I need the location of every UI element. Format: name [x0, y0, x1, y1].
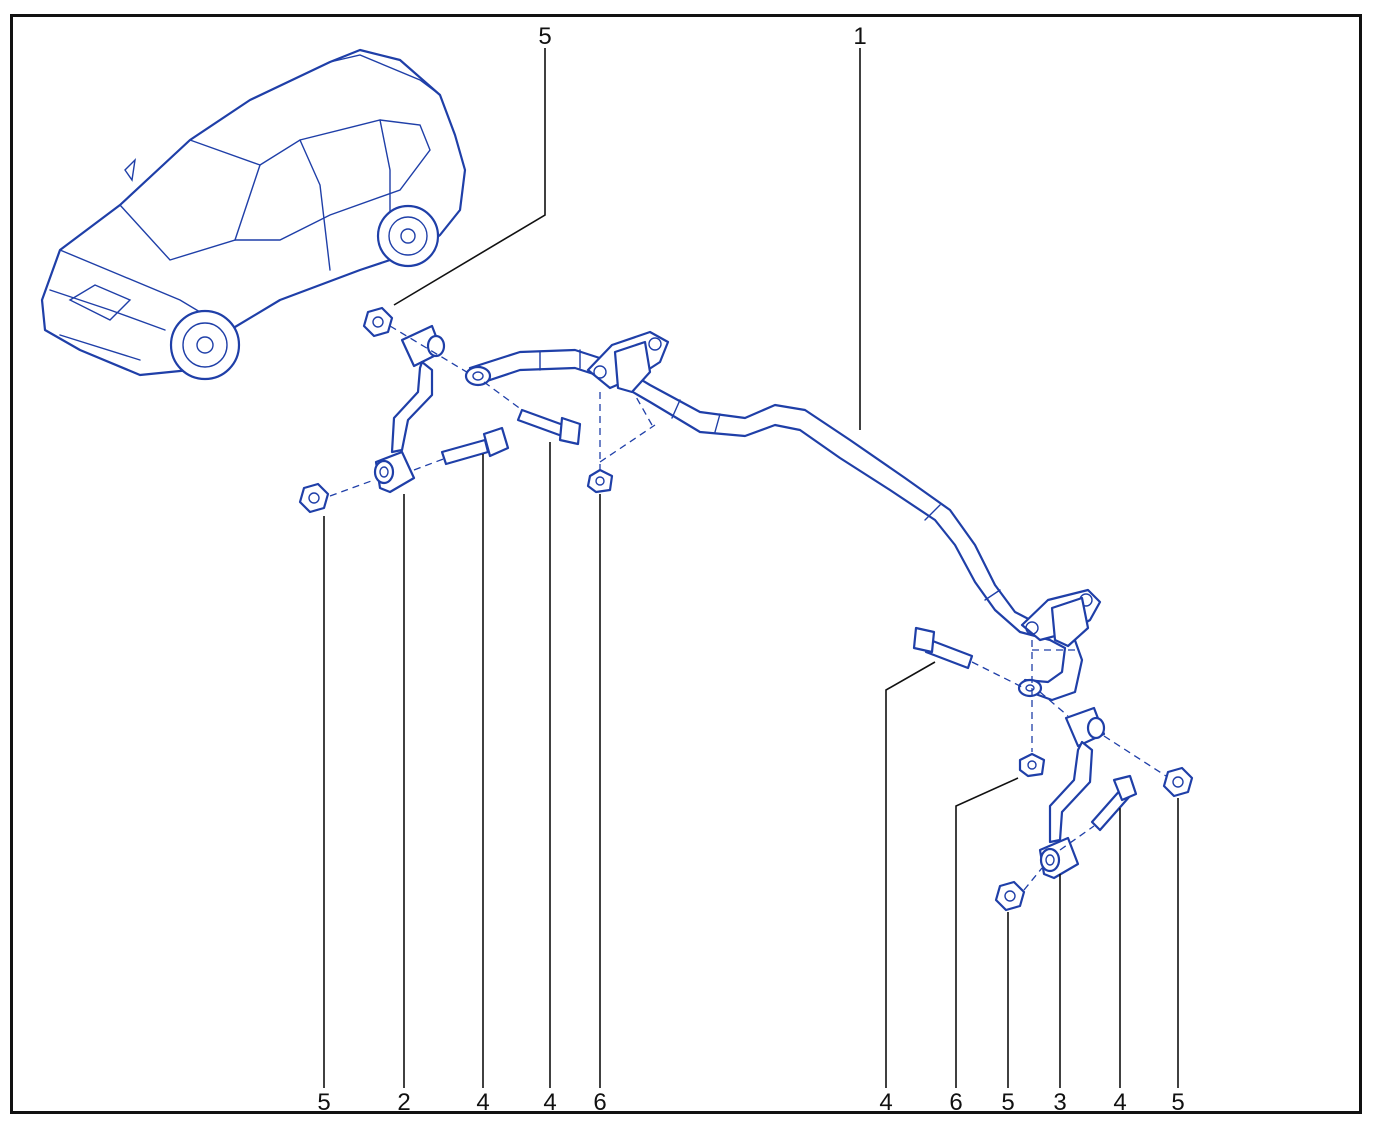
link-rod-left [373, 324, 446, 494]
callout-bottom-5-b: 5 [1001, 1089, 1014, 1116]
nut-right-upper [1162, 766, 1194, 798]
callout-bottom-4-c: 4 [879, 1089, 892, 1116]
callout-bottom-4-d: 4 [1113, 1089, 1126, 1116]
bracket-nut-left [586, 468, 614, 494]
leader-lines [323, 48, 1179, 1088]
anti-roll-bar [464, 348, 1084, 702]
bolt-right-bar-end [912, 626, 974, 670]
bolt-left-bar-end [516, 408, 582, 446]
callout-bottom-5-c: 5 [1171, 1089, 1184, 1116]
bar-mounting-bracket-right [1020, 588, 1102, 648]
callout-bottom-3: 3 [1053, 1089, 1066, 1116]
bolt-right-link-upper [1090, 774, 1138, 832]
callout-bottom-4-a: 4 [476, 1089, 489, 1116]
callout-top-1: 1 [853, 23, 866, 50]
nut-lower-left [298, 482, 330, 514]
bolt-left-link-lower [440, 426, 510, 466]
link-rod-right [1038, 706, 1106, 880]
diagram-frame [10, 14, 1362, 1114]
callout-top-5: 5 [538, 23, 551, 50]
callout-bottom-2: 2 [397, 1089, 410, 1116]
assembly-axes [329, 325, 1167, 891]
callout-bottom-6-b: 6 [949, 1089, 962, 1116]
callout-bottom-4-b: 4 [543, 1089, 556, 1116]
nut-top-left [362, 306, 394, 338]
nut-right-lower [994, 880, 1026, 912]
callout-labels: 5 1 5 2 4 4 6 4 6 5 3 4 5 [317, 23, 1184, 1116]
bracket-nut-right [1018, 752, 1046, 778]
vehicle-suv-icon [40, 48, 467, 381]
callout-bottom-6-a: 6 [593, 1089, 606, 1116]
callout-bottom-5-a: 5 [317, 1089, 330, 1116]
bar-mounting-bracket-left [586, 330, 670, 394]
